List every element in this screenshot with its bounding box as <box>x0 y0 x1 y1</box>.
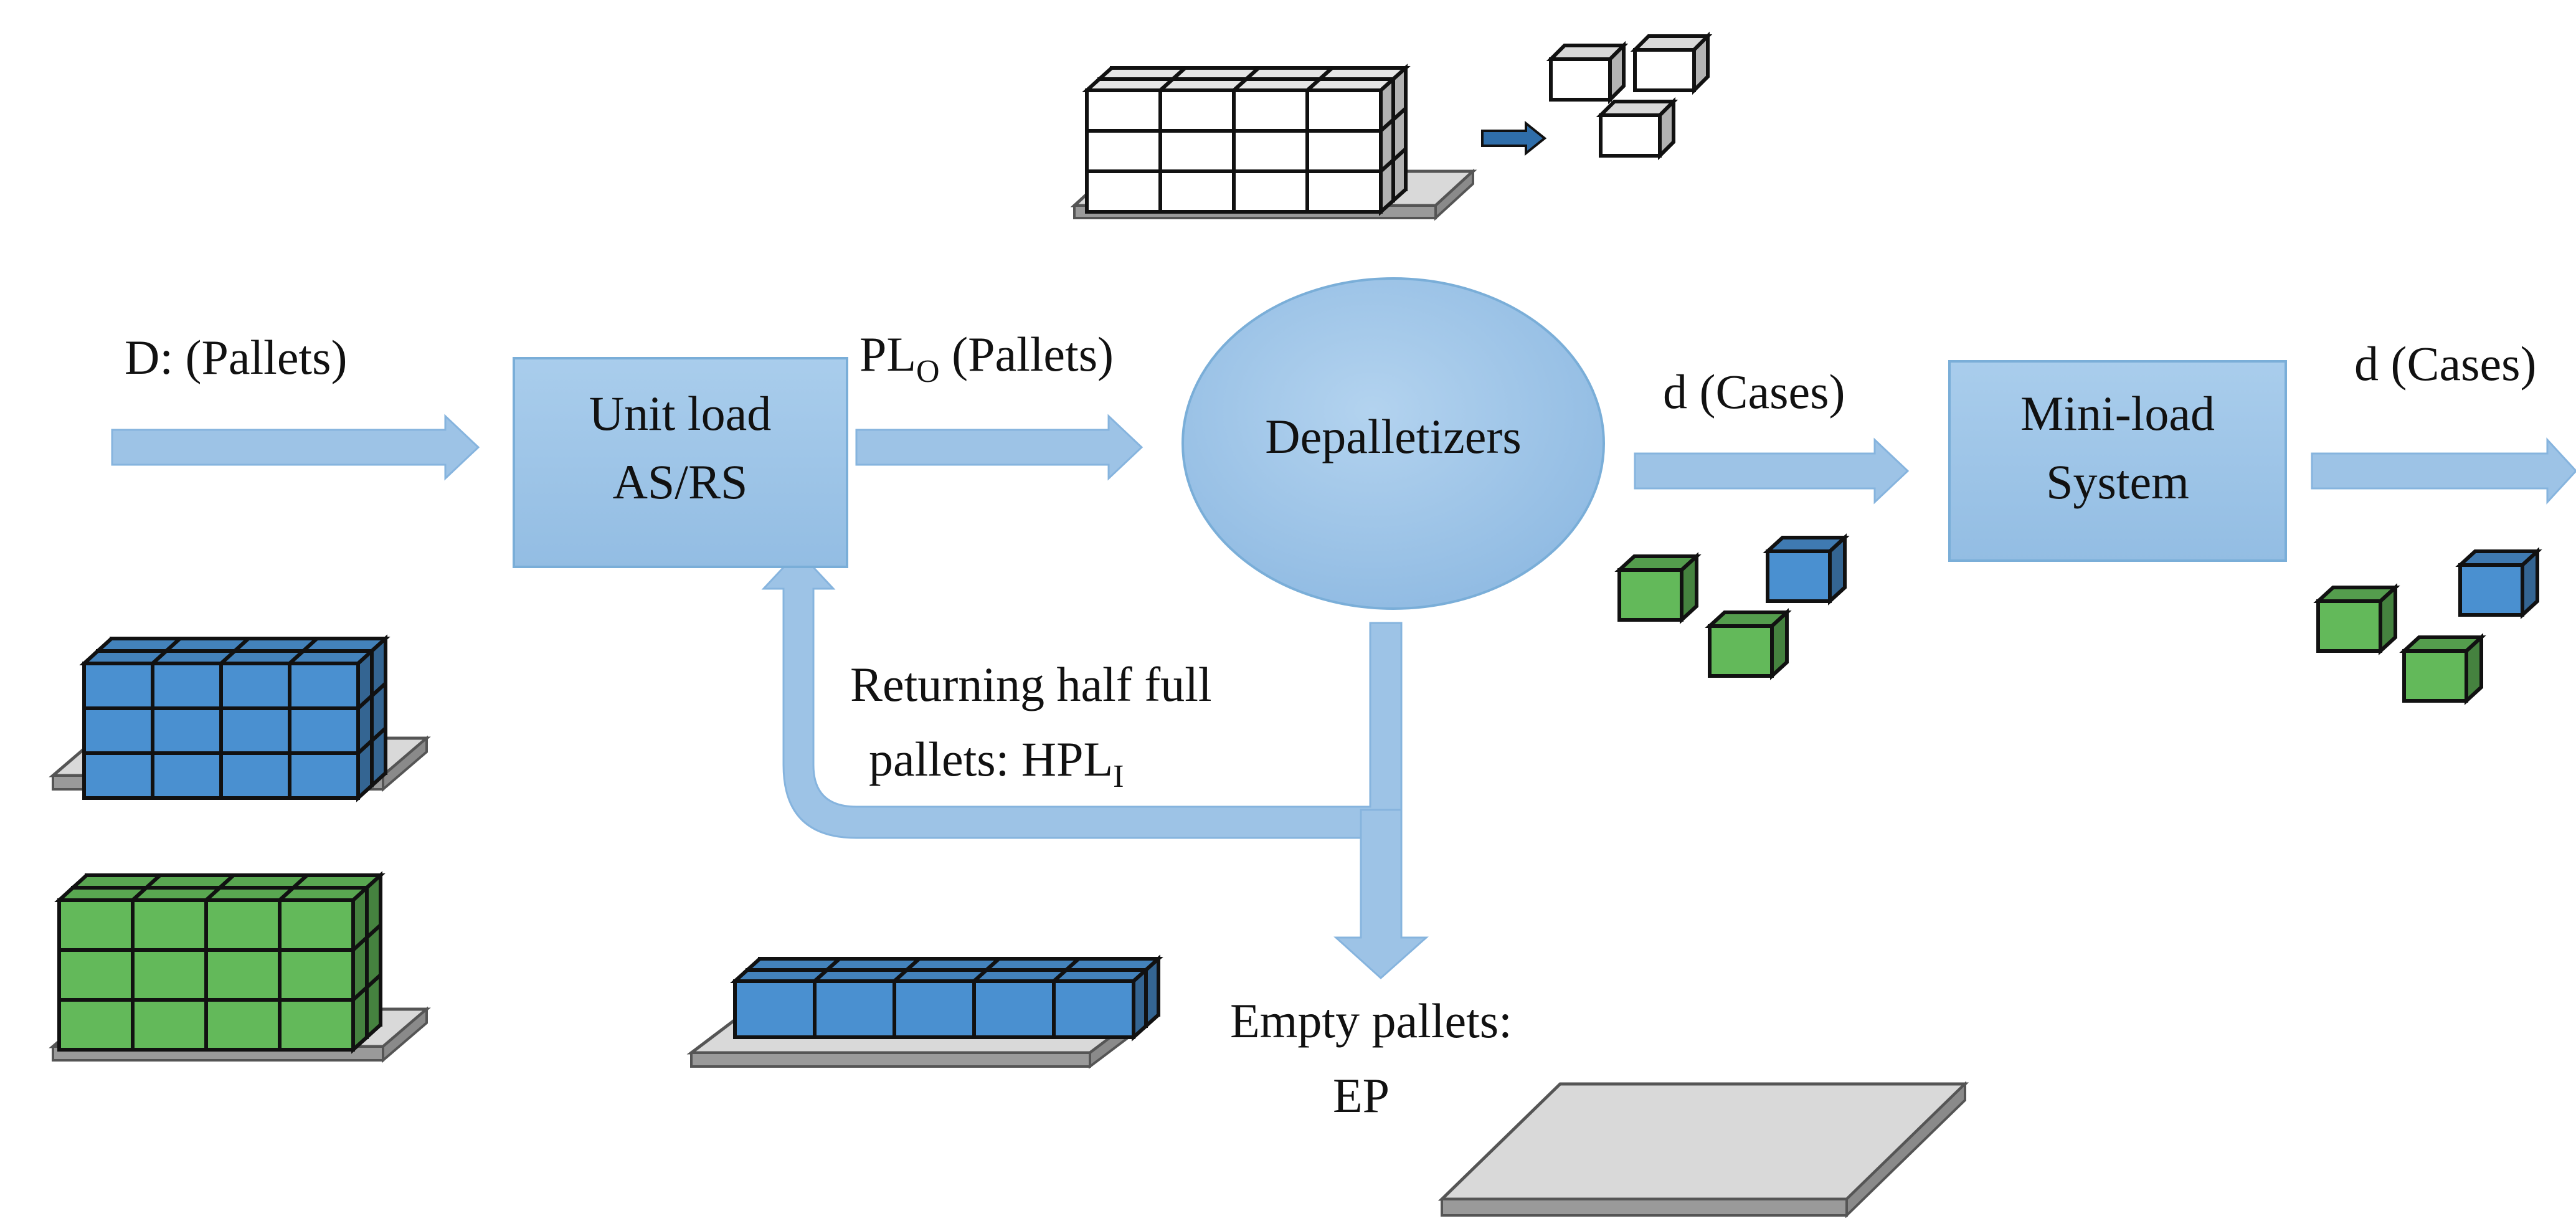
case <box>1232 129 1309 173</box>
depal-label: Depalletizers <box>1265 409 1521 463</box>
cases-out-label: d (Cases) <box>2354 336 2536 391</box>
case <box>1085 129 1162 173</box>
case-side <box>356 736 374 802</box>
case-top <box>810 968 912 983</box>
case <box>57 998 135 1052</box>
case <box>204 898 282 952</box>
loose-case <box>1596 97 1679 161</box>
case <box>893 979 976 1039</box>
case <box>219 751 291 800</box>
case <box>1305 129 1383 173</box>
case <box>1158 88 1236 133</box>
empty-pallet-icon <box>1437 1081 1969 1219</box>
case-green <box>1614 552 1702 624</box>
case <box>151 751 223 800</box>
case-top <box>889 968 992 983</box>
case <box>131 948 208 1002</box>
loose-cases-icon <box>2313 547 2542 705</box>
case <box>1052 979 1135 1039</box>
case <box>131 898 208 952</box>
half-full-blue-pallet-icon <box>686 954 1163 1070</box>
empty-label-line1: Empty pallets: <box>1230 994 1512 1048</box>
case <box>82 662 154 710</box>
case-side <box>1379 156 1395 216</box>
case <box>151 662 223 710</box>
miniload-label-line1: Mini-load <box>2020 386 2215 440</box>
node-mini-load-system: Mini-load System <box>1948 360 2287 562</box>
case-side <box>351 983 369 1054</box>
case-green <box>1705 608 1792 680</box>
case <box>204 998 282 1052</box>
case-side <box>1132 966 1148 1042</box>
pallet-base <box>1437 1081 1969 1219</box>
case <box>1305 88 1383 133</box>
case <box>131 998 208 1052</box>
arrow-input <box>111 414 480 481</box>
miniload-label-line2: System <box>2046 455 2189 509</box>
case <box>278 998 355 1052</box>
case-top <box>1049 968 1151 983</box>
case <box>278 948 355 1002</box>
asrs-label-line1: Unit load <box>589 386 771 440</box>
arrow-asrs-to-depal <box>855 414 1144 481</box>
case <box>1158 129 1236 173</box>
case <box>278 898 355 952</box>
small-arrow-icon <box>1481 120 1547 156</box>
case-blue <box>2455 547 2542 619</box>
case <box>204 948 282 1002</box>
arrow-return-half-full <box>761 549 1403 839</box>
case-side <box>365 971 382 1042</box>
depalletizing-cases-icon <box>1070 31 1713 221</box>
return-label-line1: Returning half full <box>850 657 1212 711</box>
case-top <box>730 968 832 983</box>
return-label-line2: pallets: HPLI <box>869 732 1124 794</box>
case <box>57 948 135 1002</box>
case <box>288 662 360 710</box>
arrow-output <box>2311 437 2576 505</box>
input-label: D: (Pallets) <box>125 330 347 384</box>
case-top <box>969 968 1071 983</box>
case-green <box>2399 633 2486 705</box>
case <box>1085 169 1162 214</box>
node-depalletizers: Depalletizers <box>1181 277 1605 610</box>
cases-mid-label: d (Cases) <box>1663 364 1845 419</box>
case <box>1232 169 1309 214</box>
case <box>1085 88 1162 133</box>
empty-label-line2: EP <box>1333 1068 1390 1123</box>
stacked-green-cases-icon <box>49 871 431 1063</box>
case <box>219 662 291 710</box>
case <box>733 979 817 1039</box>
node-unit-load-asrs: Unit load AS/RS <box>513 357 848 568</box>
case <box>1305 169 1383 214</box>
case <box>219 706 291 755</box>
case-green <box>2313 583 2400 655</box>
case <box>57 898 135 952</box>
case <box>813 979 896 1039</box>
case-blue <box>1763 533 1850 606</box>
loose-case <box>1546 40 1629 105</box>
arrow-depal-to-miniload <box>1634 437 1910 505</box>
case <box>82 751 154 800</box>
case-side <box>370 724 387 790</box>
case <box>972 979 1056 1039</box>
case <box>151 706 223 755</box>
stacked-blue-cases-icon <box>49 634 431 802</box>
case <box>1158 169 1236 214</box>
asrs-label-line2: AS/RS <box>613 455 748 509</box>
loose-cases-icon <box>1614 533 1850 680</box>
case <box>288 706 360 755</box>
arrow-empty-pallets <box>1333 809 1429 980</box>
loose-case <box>1630 31 1713 95</box>
case <box>288 751 360 800</box>
case <box>82 706 154 755</box>
pallets-out-label: PLO (Pallets) <box>859 327 1114 389</box>
case <box>1232 88 1309 133</box>
